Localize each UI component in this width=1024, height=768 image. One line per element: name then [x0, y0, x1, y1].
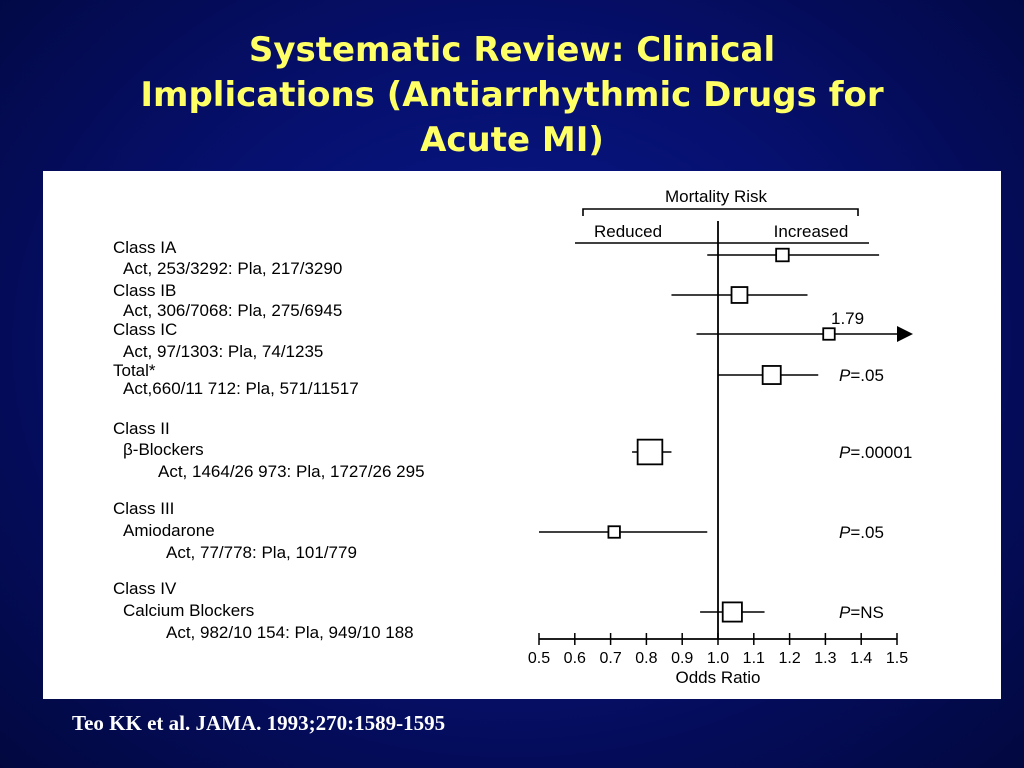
x-tick-label-1: 0.6: [564, 650, 586, 667]
point-estimate-1: [730, 286, 749, 304]
point-estimate-3: [761, 365, 782, 385]
study-label-0-0: Class IA: [113, 238, 177, 257]
study-label-4-1: β-Blockers: [123, 440, 204, 459]
x-tick-label-7: 1.2: [778, 650, 800, 667]
label-increased: Increased: [774, 222, 849, 241]
x-tick-label-6: 1.1: [743, 650, 765, 667]
study-label-6-2: Act, 982/10 154: Pla, 949/10 188: [166, 623, 414, 642]
study-label-1-0: Class IB: [113, 281, 176, 300]
x-tick-label-10: 1.5: [886, 650, 908, 667]
x-tick-label-4: 0.9: [671, 650, 693, 667]
forest-plot-svg: Class IA Act, 253/3292: Pla, 217/3290Clas…: [113, 187, 913, 687]
x-tick-label-5: 1.0: [707, 650, 729, 667]
point-estimate-6: [721, 601, 743, 623]
slide-title-line-3: Acute MI): [420, 120, 604, 160]
study-label-0-1: Act, 253/3292: Pla, 217/3290: [123, 259, 342, 278]
header-mortality-risk: Mortality Risk: [665, 187, 768, 206]
point-estimate-0: [775, 247, 790, 263]
slide-title-line-2: Implications (Antiarrhythmic Drugs for: [140, 75, 884, 115]
annotation-2: 1.79: [831, 309, 864, 328]
study-label-4-2: Act, 1464/26 973: Pla, 1727/26 295: [158, 462, 425, 481]
citation: Teo KK et al. JAMA. 1993;270:1589-1595: [72, 711, 446, 735]
annotation-6: P=NS: [839, 603, 884, 622]
study-label-1-1: Act, 306/7068: Pla, 275/6945: [123, 301, 342, 320]
annotation-5: P=.05: [839, 523, 884, 542]
ci-arrow-2: [897, 326, 913, 342]
study-label-3-1: Act,660/11 712: Pla, 571/11517: [123, 379, 359, 398]
annotation-4: P=.00001: [839, 443, 912, 462]
study-label-4-0: Class II: [113, 419, 170, 438]
point-estimate-5: [607, 525, 621, 539]
x-tick-label-9: 1.4: [850, 650, 872, 667]
header-bracket: [582, 208, 859, 216]
slide-title: Systematic Review: Clinical Implications…: [40, 28, 984, 163]
x-axis-label: Odds Ratio: [675, 668, 760, 687]
study-label-5-2: Act, 77/778: Pla, 101/779: [166, 543, 357, 562]
study-labels: Class IA Act, 253/3292: Pla, 217/3290Clas…: [113, 238, 425, 642]
study-label-5-0: Class III: [113, 499, 174, 518]
label-reduced: Reduced: [594, 222, 662, 241]
point-estimate-2: [822, 327, 836, 341]
study-label-2-0: Class IC: [113, 320, 177, 339]
x-tick-label-3: 0.8: [635, 650, 657, 667]
annotation-3: P=.05: [839, 366, 884, 385]
slide-title-line-1: Systematic Review: Clinical: [248, 30, 776, 70]
study-label-6-0: Class IV: [113, 579, 177, 598]
x-tick-label-0: 0.5: [528, 650, 550, 667]
study-label-6-1: Calcium Blockers: [123, 601, 254, 620]
study-label-3-0: Total*: [113, 361, 156, 380]
x-tick-label-2: 0.7: [599, 650, 621, 667]
point-estimate-4: [636, 438, 664, 466]
study-label-5-1: Amiodarone: [123, 521, 215, 540]
study-label-2-1: Act, 97/1303: Pla, 74/1235: [123, 342, 323, 361]
x-tick-label-8: 1.3: [814, 650, 836, 667]
